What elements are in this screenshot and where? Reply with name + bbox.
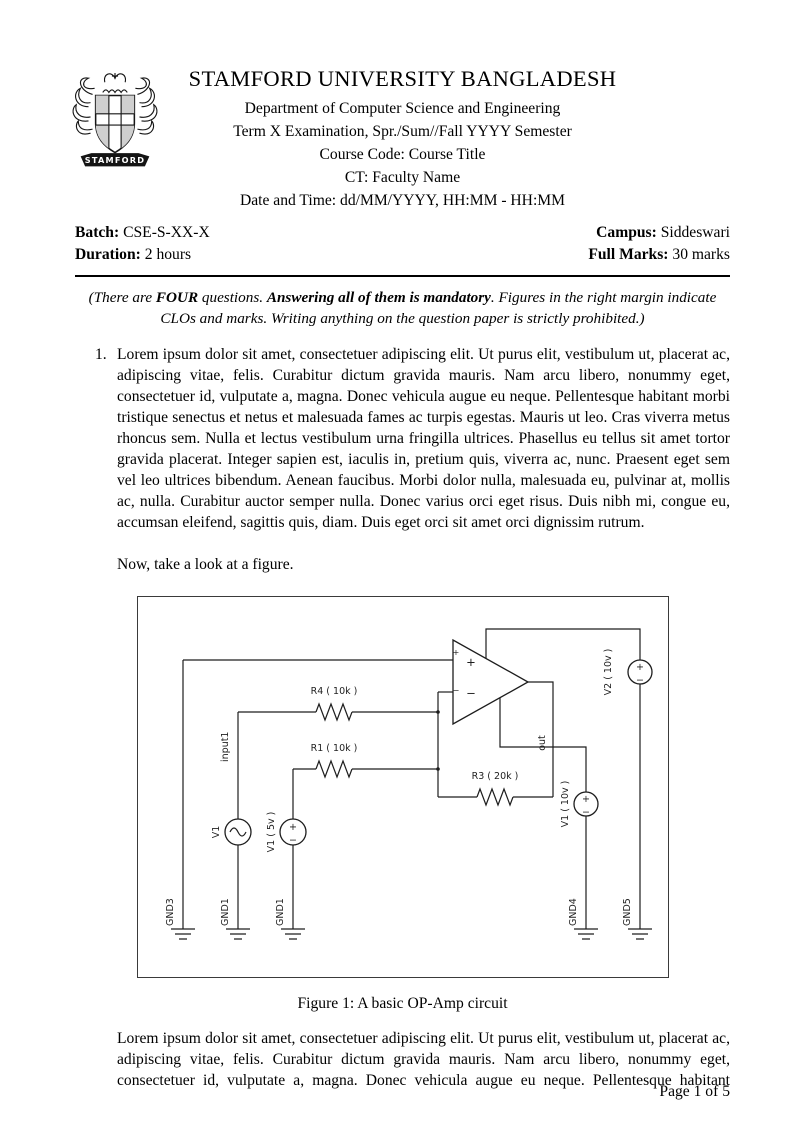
resistor-r3-label: R3 ( 20k ) bbox=[471, 771, 518, 782]
figure-intro-text: Now, take a look at a figure. bbox=[117, 556, 294, 573]
source-v2-10v-label: V2 ( 10v ) bbox=[603, 649, 614, 696]
crest-shield bbox=[94, 94, 136, 154]
duration-label: Duration: bbox=[75, 246, 141, 263]
batch-value: CSE-S-XX-X bbox=[123, 224, 210, 241]
resistor-r1: R1 ( 10k ) bbox=[310, 743, 357, 779]
ground-gnd1-a-label: GND1 bbox=[220, 898, 231, 926]
resistor-r4-zigzag bbox=[314, 702, 353, 722]
voltage-source-v2-10v: + − V2 ( 10v ) bbox=[603, 649, 653, 696]
resistor-r1-zigzag bbox=[314, 759, 353, 779]
exam-header: STAMFORD UNIVERSITY BANGLADESH Departmen… bbox=[75, 0, 730, 212]
crest-banner: STAMFORD bbox=[80, 153, 150, 167]
question-1-text: Lorem ipsum dolor sit amet, consectetuer… bbox=[117, 346, 730, 531]
closing-paragraph: Lorem ipsum dolor sit amet, consectetuer… bbox=[117, 1030, 730, 1089]
campus-label: Campus: bbox=[596, 224, 657, 241]
ground-gnd5: GND5 bbox=[622, 898, 652, 940]
batch-label: Batch: bbox=[75, 224, 120, 241]
voltage-source-v1-10v: + − V1 ( 10v ) bbox=[560, 781, 599, 828]
university-logo: STAMFORD bbox=[72, 73, 158, 167]
source-v1-5v-circle bbox=[278, 818, 307, 846]
ground-gnd1-b: GND1 bbox=[275, 898, 305, 940]
crest-mantling-right bbox=[135, 77, 158, 135]
ground-gnd1-b-label: GND1 bbox=[275, 898, 286, 926]
node-input1-label: input1 bbox=[220, 732, 231, 762]
opamp-circuit-diagram: + + − − R4 ( 10k ) R1 ( 10k ) R3 ( 20k ) bbox=[165, 628, 653, 940]
department-line: Department of Computer Science and Engin… bbox=[244, 100, 561, 117]
exam-meta: Batch: CSE-S-XX-X Duration: 2 hours Camp… bbox=[75, 222, 730, 266]
date-time-line: Date and Time: dd/MM/YYYY, HH:MM - HH:MM bbox=[239, 192, 566, 209]
notice-part-3: questions. bbox=[198, 289, 267, 306]
batch-row: Batch: CSE-S-XX-X bbox=[75, 222, 210, 244]
ground-gnd3-label: GND3 bbox=[165, 898, 176, 926]
meta-right-column: Campus: Siddeswari Full Marks: 30 marks bbox=[588, 222, 730, 266]
crest-banner-text: STAMFORD bbox=[85, 155, 145, 165]
source-v2-10v-minus: − bbox=[636, 675, 644, 686]
opamp-plus-pin-mark: + bbox=[452, 648, 459, 657]
resistor-r3: R3 ( 20k ) bbox=[471, 771, 518, 807]
question-1: 1. Lorem ipsum dolor sit amet, consectet… bbox=[95, 344, 730, 533]
ground-gnd4: GND4 bbox=[568, 898, 598, 940]
source-v1-label: V1 bbox=[211, 826, 222, 839]
source-v1-10v-circle bbox=[572, 791, 599, 817]
full-marks-value: 30 marks bbox=[672, 246, 730, 263]
term-line: Term X Examination, Spr./Sum//Fall YYYY … bbox=[233, 123, 572, 140]
instructions-notice: (There are FOUR questions. Answering all… bbox=[85, 288, 720, 329]
voltage-source-v1-sine: V1 bbox=[211, 818, 252, 846]
opamp-triangle bbox=[451, 638, 529, 726]
source-v1-10v-minus: − bbox=[582, 807, 590, 818]
source-v2-10v-plus: + bbox=[636, 662, 644, 673]
source-v1-10v-plus: + bbox=[582, 794, 590, 805]
course-teacher-line: CT: Faculty Name bbox=[344, 169, 461, 186]
campus-row: Campus: Siddeswari bbox=[588, 222, 730, 244]
duration-row: Duration: 2 hours bbox=[75, 244, 210, 266]
notice-part-4-bold: Answering all of them is mandatory bbox=[266, 289, 491, 306]
notice-part-2-bold: FOUR bbox=[155, 289, 199, 306]
notice-part-5: . Figures in the right margin indicate C… bbox=[160, 289, 717, 327]
full-marks-label: Full Marks: bbox=[588, 246, 669, 263]
source-v1-5v-minus: − bbox=[289, 835, 297, 846]
ground-gnd4-label: GND4 bbox=[568, 898, 579, 926]
meta-left-column: Batch: CSE-S-XX-X Duration: 2 hours bbox=[75, 222, 210, 266]
opamp-minus-input-sign: − bbox=[466, 686, 476, 700]
page-number: Page 1 of 5 bbox=[659, 1083, 730, 1100]
question-1-number: 1. bbox=[95, 346, 107, 363]
ground-gnd5-label: GND5 bbox=[622, 898, 633, 926]
campus-value: Siddeswari bbox=[660, 224, 730, 241]
figure-1-box: + + − − R4 ( 10k ) R1 ( 10k ) R3 ( 20k ) bbox=[136, 596, 669, 978]
node-out-label: out bbox=[537, 735, 548, 751]
figure-1-caption: Figure 1: A basic OP-Amp circuit bbox=[297, 995, 508, 1012]
sine-wave-icon bbox=[228, 827, 247, 837]
resistor-r4-label: R4 ( 10k ) bbox=[310, 686, 357, 697]
source-v1-5v-label: V1 ( 5v ) bbox=[266, 812, 277, 853]
crest-mantling-left bbox=[72, 77, 95, 135]
duration-value: 2 hours bbox=[144, 246, 192, 263]
circuit-wires bbox=[181, 628, 641, 929]
header-divider-rule bbox=[75, 275, 730, 277]
resistor-r4: R4 ( 10k ) bbox=[310, 686, 357, 722]
full-marks-row: Full Marks: 30 marks bbox=[588, 244, 730, 266]
ground-gnd3: GND3 bbox=[165, 898, 195, 940]
crest-top-ornament bbox=[102, 73, 128, 94]
opamp-symbol: + + − − bbox=[451, 638, 529, 726]
source-v2-10v-circle bbox=[626, 659, 653, 685]
voltage-source-v1-5v: + − V1 ( 5v ) bbox=[266, 812, 307, 853]
source-v1-5v-plus: + bbox=[289, 822, 297, 833]
source-v1-10v-label: V1 ( 10v ) bbox=[560, 781, 571, 828]
resistor-r3-zigzag bbox=[475, 787, 514, 807]
opamp-minus-pin-mark: − bbox=[452, 686, 459, 695]
notice-part-1: (There are bbox=[88, 289, 156, 306]
course-line: Course Code: Course Title bbox=[319, 146, 486, 163]
university-name: STAMFORD UNIVERSITY BANGLADESH bbox=[188, 66, 617, 91]
ground-gnd1-a: GND1 bbox=[220, 898, 250, 940]
resistor-r1-label: R1 ( 10k ) bbox=[310, 743, 357, 754]
opamp-plus-input-sign: + bbox=[466, 655, 476, 669]
